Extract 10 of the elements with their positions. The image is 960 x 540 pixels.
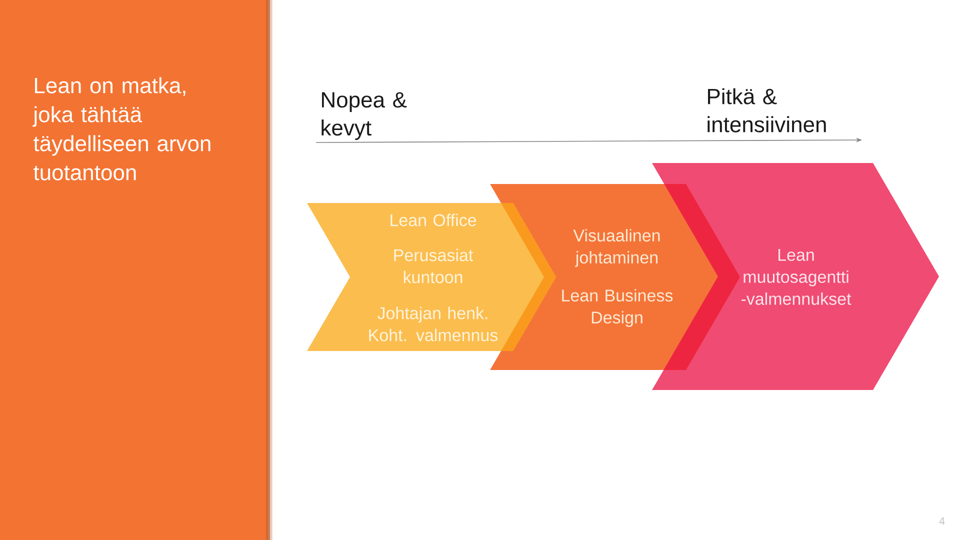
step-text: Johtajan henk. Koht. valmennus	[369, 306, 498, 342]
step-text: Lean muutosagentti -valmennukset	[741, 249, 852, 305]
axis-label: Pitkä & intensiivinen	[708, 88, 826, 132]
axis-label: Nopea & kevyt	[322, 92, 407, 140]
step-text: Lean Office	[390, 214, 476, 226]
step-text: Perusasiat kuntoon	[394, 248, 474, 284]
step-text: Visuaalinen johtaminen	[573, 229, 660, 267]
step-text: Lean Business Design	[562, 289, 673, 327]
page-number: 4	[939, 517, 945, 525]
slide-title: Lean on matka, joka tähtää täydelliseen arvon tuotantoon	[32, 77, 210, 180]
